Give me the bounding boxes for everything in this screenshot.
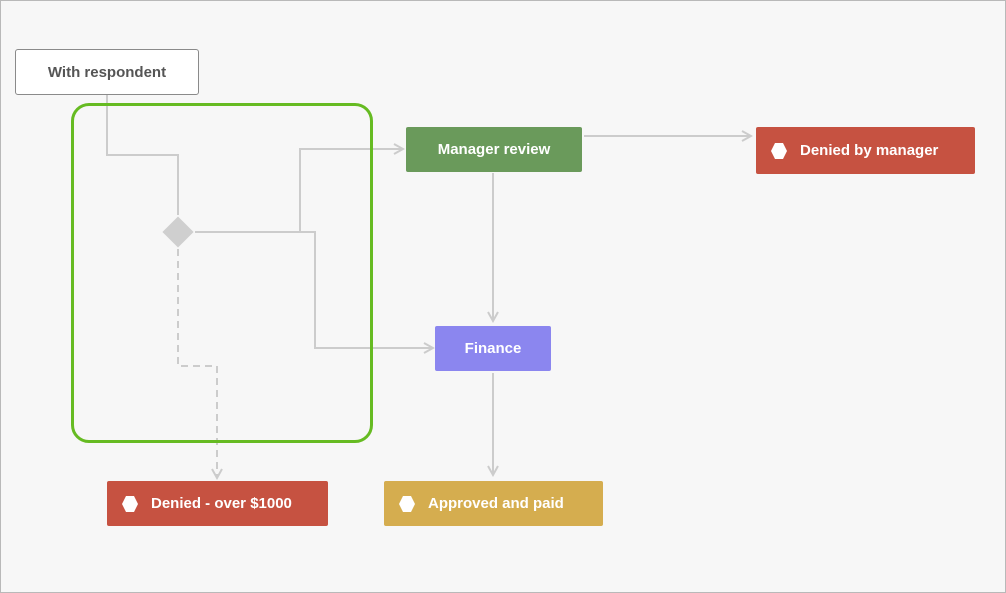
- node-finance[interactable]: Finance: [435, 326, 551, 371]
- end-node-denied-over-limit[interactable]: Denied - over $1000: [107, 481, 328, 526]
- decision-highlight-frame: [71, 103, 373, 443]
- stop-hexagon-icon: [122, 495, 138, 512]
- connector-start-to-decision: [106, 95, 179, 215]
- end-node-label: Denied by manager: [800, 142, 939, 159]
- connector-decision-to-denied-over-limit: [177, 249, 217, 478]
- node-manager-review[interactable]: Manager review: [406, 127, 582, 172]
- start-node-with-respondent[interactable]: With respondent: [15, 49, 199, 95]
- end-node-denied-by-manager[interactable]: Denied by manager: [756, 127, 975, 174]
- stop-hexagon-icon: [771, 142, 787, 159]
- end-node-approved-and-paid[interactable]: Approved and paid: [384, 481, 603, 526]
- stop-hexagon-icon: [399, 495, 415, 512]
- end-node-label: Denied - over $1000: [151, 495, 292, 512]
- end-node-label: Approved and paid: [428, 495, 564, 512]
- connector-decision-to-finance: [195, 231, 433, 348]
